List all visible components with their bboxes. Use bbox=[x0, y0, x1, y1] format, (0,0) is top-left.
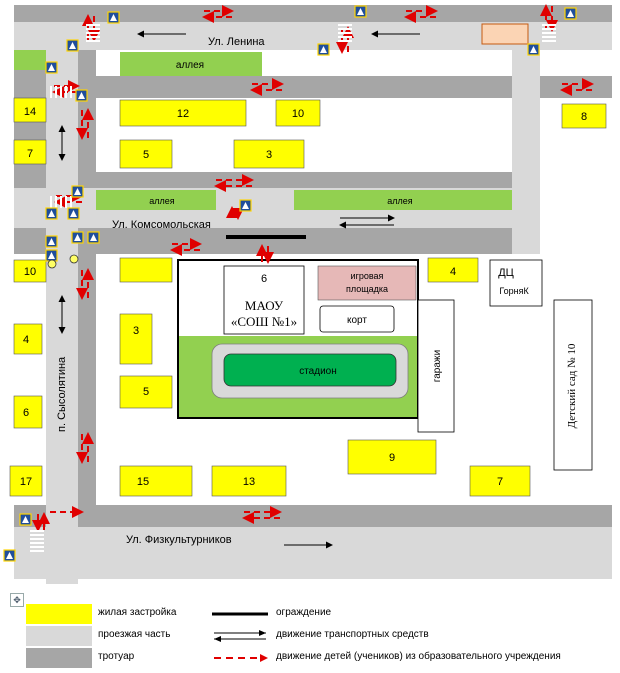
legend-row-sidewalk: тротуар движение детей (учеников) из обр… bbox=[0, 648, 620, 670]
street-label-sysolyatina: п. Сысолятина bbox=[56, 356, 68, 432]
pedestrian-crossing-sign-icon bbox=[87, 231, 100, 244]
building-10-top: 10 bbox=[292, 108, 304, 120]
dc-gornyak-line2: ГорняК bbox=[499, 286, 529, 296]
pedestrian-crossing-sign-icon bbox=[239, 199, 252, 212]
school-building-number: 6 bbox=[261, 273, 267, 285]
legend-label-traffic: движение транспортных средств bbox=[276, 629, 429, 640]
pedestrian-crossing-sign-icon bbox=[66, 39, 79, 52]
legend-symbol-children bbox=[214, 654, 268, 662]
kindergarten bbox=[553, 299, 593, 471]
alley-label-mid-right: аллея bbox=[387, 196, 413, 206]
pedestrian-crossing-sign-icon bbox=[71, 185, 84, 198]
building-12: 12 bbox=[177, 108, 189, 120]
shop-block bbox=[481, 23, 529, 45]
building-7-right: 7 bbox=[497, 476, 503, 488]
playground-label-line1: игровая bbox=[351, 271, 384, 281]
pedestrian-crossing-sign-icon bbox=[19, 513, 32, 526]
pedestrian-crossing-sign-icon bbox=[107, 11, 120, 24]
building-13: 13 bbox=[243, 476, 255, 488]
pedestrian-crossing-sign-icon bbox=[317, 43, 330, 56]
pedestrian-crossing-sign-icon bbox=[45, 249, 58, 262]
building-3-mid: 3 bbox=[133, 325, 139, 337]
building-6-left: 6 bbox=[23, 407, 29, 419]
pedestrian-crossing-sign-icon bbox=[75, 89, 88, 102]
school-building bbox=[223, 265, 305, 335]
pedestrian-crossing-sign-icon bbox=[45, 61, 58, 74]
playground bbox=[317, 265, 417, 301]
alley-label-top: аллея bbox=[176, 60, 204, 71]
building-4-left: 4 bbox=[23, 334, 29, 346]
traffic-light-icon bbox=[47, 259, 57, 269]
garages bbox=[417, 299, 455, 433]
pedestrian-crossing-sign-icon bbox=[71, 231, 84, 244]
pedestrian-crossing-sign-icon bbox=[45, 235, 58, 248]
street-label-lenina: Ул. Ленина bbox=[208, 36, 265, 48]
legend-label-children: движение детей (учеников) из образовател… bbox=[276, 651, 561, 662]
legend-symbol-fence bbox=[212, 612, 268, 616]
playground-label-line2: площадка bbox=[346, 284, 388, 294]
legend-row-roadway: проезжая часть движение транспортных сре… bbox=[0, 626, 620, 648]
tennis-court-label: корт bbox=[347, 315, 367, 326]
tennis-court bbox=[319, 305, 395, 333]
building-8: 8 bbox=[581, 111, 587, 123]
zebra-crossings bbox=[30, 24, 556, 552]
building-5-top: 5 bbox=[143, 149, 149, 161]
dc-gornyak bbox=[489, 259, 543, 307]
building-numbers: 14 7 12 10 8 5 3 10 4 4 3 6 5 9 17 15 13… bbox=[20, 106, 587, 488]
pedestrian-crossing-sign-icon bbox=[564, 7, 577, 20]
residential-buildings bbox=[9, 97, 607, 497]
legend-symbol-traffic bbox=[214, 630, 266, 642]
stadium-label: стадион bbox=[299, 366, 337, 377]
building-17: 17 bbox=[20, 476, 32, 488]
legend-label-fence: ограждение bbox=[276, 607, 332, 618]
alley-label-mid-left: аллея bbox=[149, 196, 175, 206]
traffic-light-icon bbox=[69, 254, 79, 264]
building-9: 9 bbox=[389, 452, 395, 464]
pedestrian-crossing-sign-icon bbox=[354, 5, 367, 18]
building-3-top: 3 bbox=[266, 149, 272, 161]
pedestrian-crossing-sign-icon bbox=[3, 549, 16, 562]
school-name-line2: «СОШ №1» bbox=[231, 314, 297, 329]
alleys bbox=[14, 50, 512, 210]
legend: жилая застройка ограждение проезжая част… bbox=[0, 600, 620, 673]
street-label-fizkulturnikov: Ул. Физкультурников bbox=[126, 534, 232, 546]
building-7-left: 7 bbox=[27, 148, 33, 160]
legend-label-sidewalk: тротуар bbox=[98, 651, 135, 662]
pedestrian-crossing-sign-icon bbox=[45, 207, 58, 220]
kindergarten-label: Детский сад № 10 bbox=[566, 343, 578, 428]
building-5-mid: 5 bbox=[143, 386, 149, 398]
pedestrian-crossing-sign-icon bbox=[67, 207, 80, 220]
building-4-right: 4 bbox=[450, 266, 456, 278]
legend-label-residential: жилая застройка bbox=[98, 607, 177, 618]
legend-swatch-roadway bbox=[26, 626, 92, 646]
traffic-lights bbox=[47, 254, 79, 269]
building-14: 14 bbox=[24, 106, 36, 118]
legend-swatch-residential bbox=[26, 604, 92, 624]
traffic-arrows bbox=[58, 30, 420, 549]
pedestrian-crossing-sign-icon bbox=[527, 43, 540, 56]
move-handle-icon[interactable]: ✥ bbox=[10, 593, 24, 607]
street-label-komsomolskaya: Ул. Комсомольская bbox=[112, 219, 211, 231]
school-name-line1: МАОУ bbox=[245, 298, 284, 313]
legend-row-residential: жилая застройка ограждение bbox=[0, 604, 620, 626]
pedestrian-crossing-signs bbox=[3, 5, 577, 562]
legend-swatch-sidewalk bbox=[26, 648, 92, 668]
legend-label-roadway: проезжая часть bbox=[98, 629, 171, 640]
garages-label: гаражи bbox=[432, 350, 443, 382]
dc-gornyak-line1: ДЦ bbox=[498, 267, 514, 279]
building-10-left: 10 bbox=[24, 266, 36, 278]
building-15: 15 bbox=[137, 476, 149, 488]
stadium-field bbox=[223, 353, 397, 387]
